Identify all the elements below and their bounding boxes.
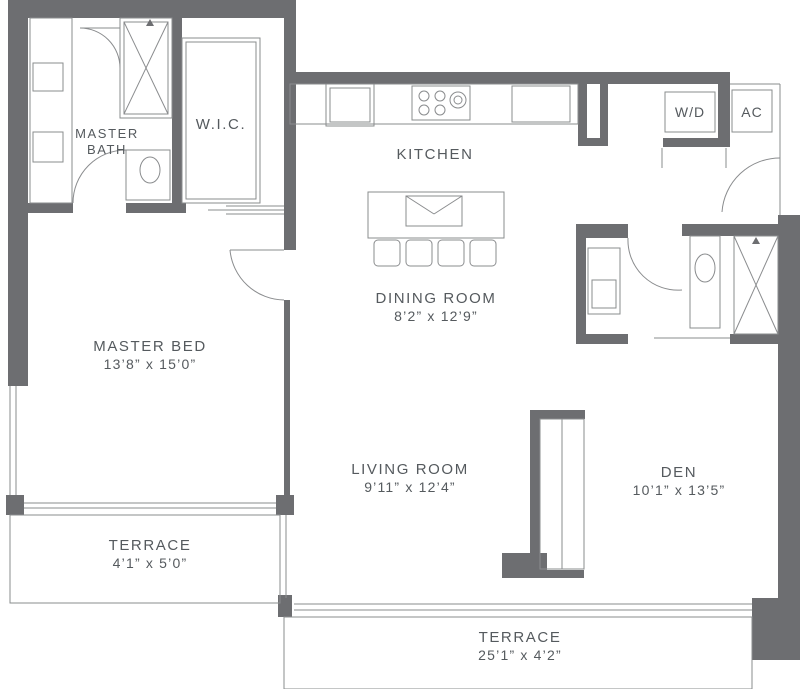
den-name: DEN: [660, 464, 698, 481]
terrace-small-name: TERRACE: [108, 537, 192, 554]
master-bath-line1: MASTER: [75, 126, 139, 141]
thin-lines: [9, 17, 781, 689]
triangles: [146, 19, 760, 244]
wic-label: W.I.C.: [182, 116, 260, 134]
den-label: DEN 10’1” x 13’5”: [604, 464, 754, 499]
kitchen-name: KITCHEN: [396, 146, 474, 163]
wic-name: W.I.C.: [195, 116, 247, 133]
ac-label: AC: [741, 104, 763, 120]
terrace-large-name: TERRACE: [478, 629, 562, 646]
master-bed-name: MASTER BED: [93, 338, 207, 355]
master-bed-dim: 13’8” x 15’0”: [103, 356, 197, 372]
living-room-label: LIVING ROOM 9’11” x 12’4”: [330, 461, 490, 496]
dining-room-name: DINING ROOM: [375, 290, 497, 307]
terrace-large-dim: 25’1” x 4’2”: [478, 647, 562, 663]
washer-dryer-label: W/D: [674, 104, 706, 120]
dining-room-dim: 8’2” x 12’9”: [394, 308, 478, 324]
living-room-name: LIVING ROOM: [351, 461, 469, 478]
master-bed-label: MASTER BED 13’8” x 15’0”: [70, 338, 230, 373]
living-room-dim: 9’11” x 12’4”: [364, 479, 456, 495]
terrace-large-label: TERRACE 25’1” x 4’2”: [440, 629, 600, 664]
dining-room-label: DINING ROOM 8’2” x 12’9”: [346, 290, 526, 325]
den-dim: 10’1” x 13’5”: [632, 482, 726, 498]
terrace-small-dim: 4’1” x 5’0”: [112, 555, 188, 571]
master-bath-label: MASTER BATH: [62, 126, 152, 157]
master-bath-line2: BATH: [86, 141, 128, 157]
terrace-small-label: TERRACE 4’1” x 5’0”: [70, 537, 230, 572]
kitchen-label: KITCHEN: [360, 146, 510, 164]
